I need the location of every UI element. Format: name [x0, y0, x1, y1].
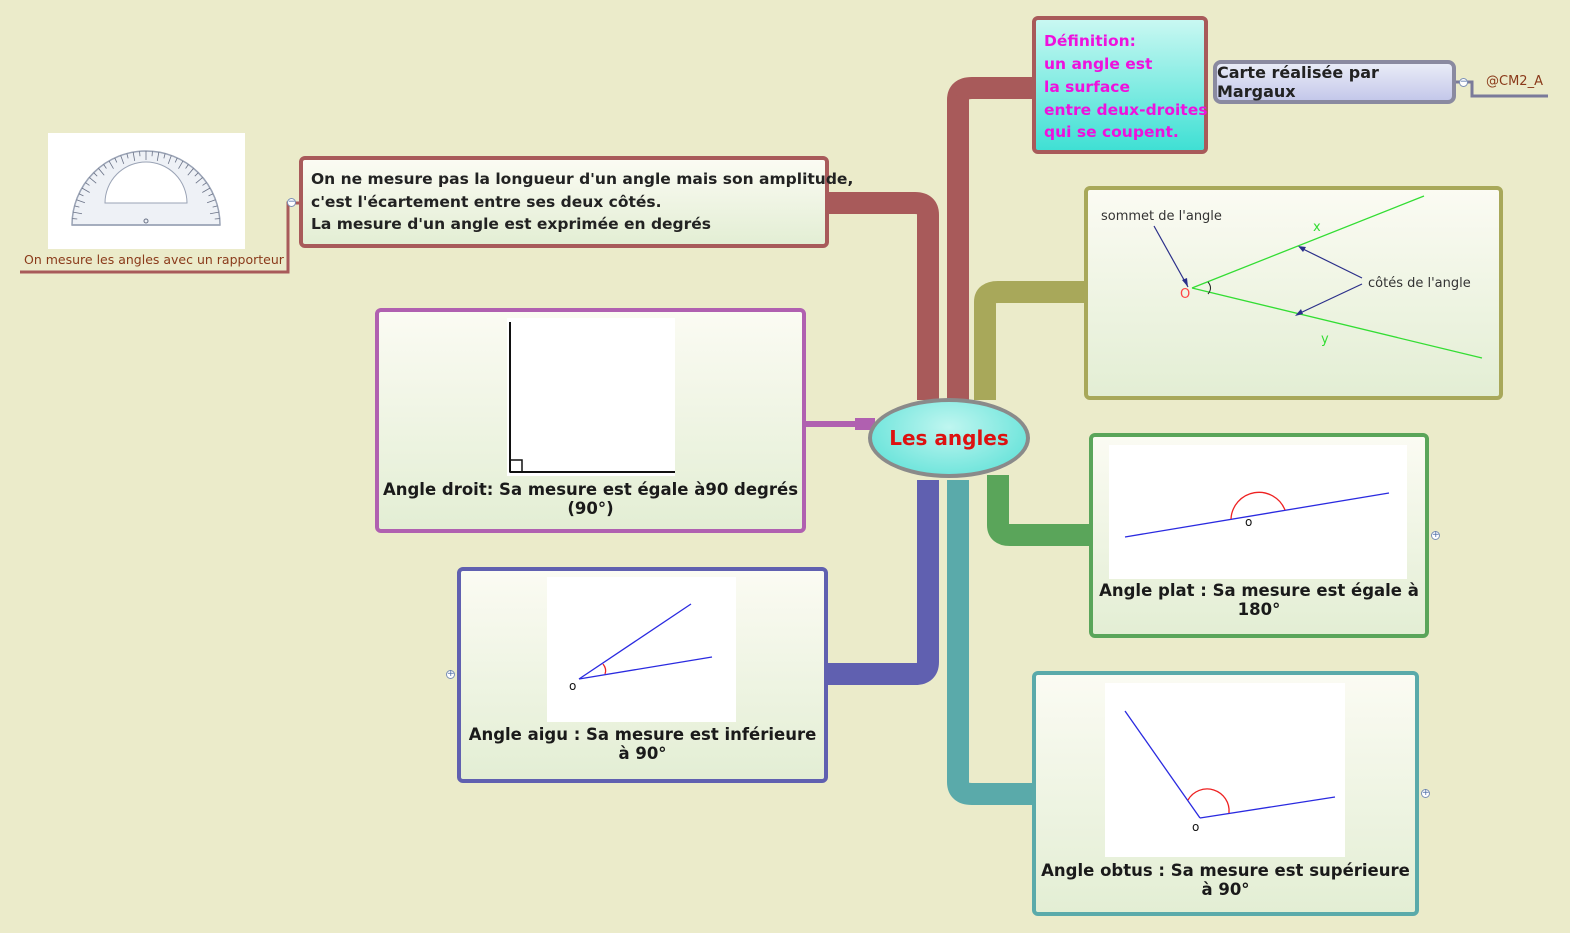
expand-icon[interactable]: +	[1421, 788, 1430, 798]
author-tag[interactable]: @CM2_A	[1486, 74, 1543, 89]
protractor-tick	[206, 199, 216, 204]
central-topic[interactable]: Les angles	[868, 398, 1030, 478]
author-label: Carte réalisée par Margaux	[1217, 63, 1379, 101]
protractor-tick	[108, 160, 114, 169]
protractor-tick	[163, 153, 166, 159]
protractor-tick	[194, 172, 199, 177]
acute-angle-image: o	[547, 577, 736, 722]
amplitude-line-1: On ne mesure pas la longueur d'un angle …	[311, 170, 854, 188]
angle-aigu-box[interactable]: o Angle aigu : Sa mesure est inférieure …	[457, 567, 828, 783]
definition-line-3: la surface	[1044, 78, 1130, 96]
ray-y	[1191, 287, 1483, 359]
sommet-label: sommet de l'angle	[1101, 209, 1222, 224]
protractor-tick	[74, 205, 80, 208]
protractor-tick	[208, 193, 214, 197]
protractor-tick	[209, 211, 219, 215]
ray-x	[1191, 195, 1425, 289]
x-label: x	[1313, 220, 1321, 235]
angle-plat-box[interactable]: o Angle plat : Sa mesure est égale à 180…	[1089, 433, 1429, 638]
angle-droit-caption: Angle droit: Sa mesure est égale à90 deg…	[382, 480, 799, 518]
flat-angle-image: o	[1109, 445, 1407, 579]
protractor-tick	[120, 155, 125, 165]
protractor-tick	[103, 164, 107, 169]
protractor-tick	[93, 172, 98, 177]
angle-obtus-caption: Angle obtus : Sa mesure est supérieure à…	[1041, 861, 1410, 899]
obtus-vertex: o	[1192, 820, 1200, 834]
protractor-tick	[85, 182, 90, 186]
collapse-icon[interactable]: −	[287, 197, 296, 207]
amplitude-line-3: La mesure d'un angle est exprimée en deg…	[311, 215, 712, 233]
branch-diagram	[974, 281, 1086, 400]
vertex-label: O	[1180, 287, 1191, 302]
angle-diagram	[1153, 195, 1483, 359]
protractor-tick	[202, 182, 207, 186]
amplitude-line-2: c'est l'écartement entre ses deux côtés.	[311, 193, 662, 211]
branch-obtus	[947, 480, 1034, 805]
protractor-tick	[81, 187, 90, 193]
amplitude-box[interactable]: On ne mesure pas la longueur d'un angle …	[299, 156, 854, 248]
definition-box[interactable]: Définition: un angle est la surface entr…	[1032, 16, 1208, 154]
branch-aigu	[826, 480, 939, 685]
definition-line-2: un angle est	[1044, 55, 1153, 73]
angle-droit-box[interactable]: Angle droit: Sa mesure est égale à90 deg…	[375, 308, 806, 533]
angle-plat-caption: Angle plat : Sa mesure est égale à 180°	[1099, 581, 1419, 619]
protractor-tick	[212, 205, 218, 208]
protractor-tick	[185, 164, 189, 169]
definition-line-5: qui se coupent.	[1044, 123, 1179, 141]
protractor-tick	[126, 153, 129, 159]
central-topic-label: Les angles	[889, 426, 1009, 450]
protractor-tick	[89, 177, 97, 184]
branch-plat	[987, 475, 1090, 546]
protractor-tick	[195, 177, 203, 184]
protractor-tick	[187, 168, 194, 176]
aigu-vertex: o	[569, 679, 577, 693]
definition-line-4: entre deux-droites	[1044, 101, 1208, 119]
expand-icon[interactable]: +	[446, 669, 455, 679]
protractor-tick	[174, 157, 178, 163]
author-box[interactable]: Carte réalisée par Margaux	[1213, 60, 1456, 104]
collapse-icon[interactable]: −	[1459, 77, 1468, 87]
obtuse-angle-image: o	[1105, 683, 1345, 857]
protractor-tick	[76, 199, 86, 204]
protractor-tick	[73, 211, 83, 215]
protractor-tick	[156, 152, 160, 162]
branch-amplitude	[828, 192, 939, 400]
expand-icon[interactable]: +	[1431, 530, 1440, 540]
right-angle-image	[507, 318, 675, 476]
protractor-image	[48, 133, 245, 249]
angle-aigu-caption: Angle aigu : Sa mesure est inférieure à …	[468, 725, 817, 763]
protractor-tick	[78, 193, 84, 197]
protractor-tick	[132, 152, 136, 162]
rapporteur-label[interactable]: On mesure les angles avec un rapporteur	[24, 252, 284, 267]
y-label: y	[1321, 332, 1329, 347]
definition-line-1: Définition:	[1044, 32, 1136, 50]
angle-obtus-box[interactable]: o Angle obtus : Sa mesure est supérieure…	[1032, 671, 1419, 916]
cotes-label: côtés de l'angle	[1368, 276, 1471, 291]
protractor-tick	[202, 187, 211, 193]
angle-diagram-box[interactable]: sommet de l'angle O x y côtés de l'angle	[1084, 186, 1503, 400]
protractor-tick	[167, 155, 172, 165]
plat-vertex: o	[1245, 515, 1253, 529]
protractor-tick	[98, 168, 105, 176]
protractor-tick	[114, 157, 118, 163]
protractor-tick	[178, 160, 184, 169]
